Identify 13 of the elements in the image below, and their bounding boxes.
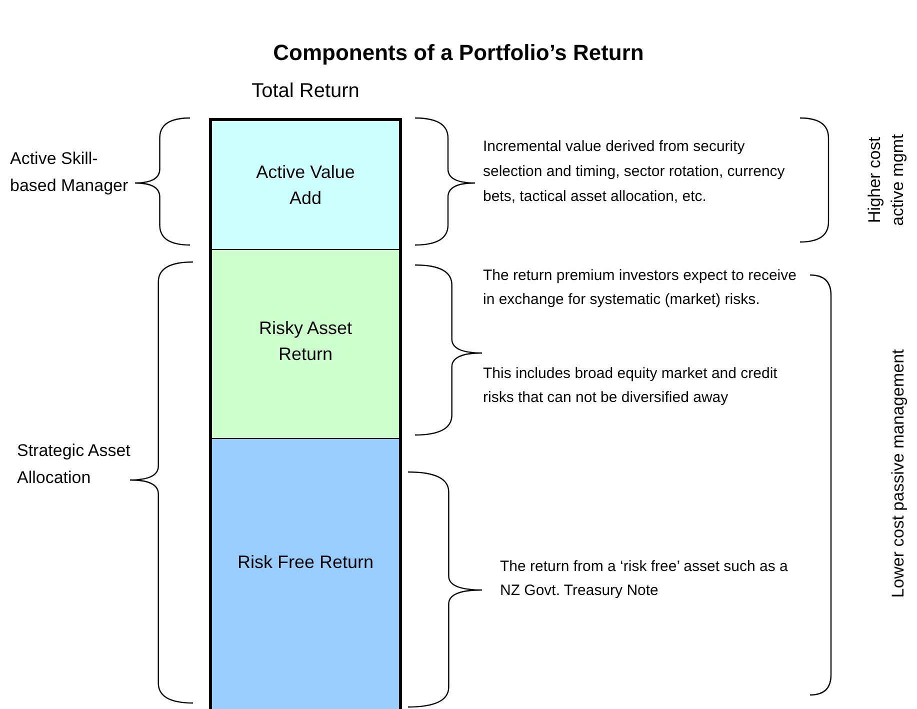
return-segment: Risky Asset Return: [209, 249, 402, 438]
annotation-text: Strategic Asset Allocation: [17, 440, 132, 489]
return-segment: Risk Free Return: [209, 438, 402, 709]
annotation-text: The return premium investors expect to receive in exchange for systematic (market) risks.: [483, 266, 798, 310]
vertical-label: Higher cost active mgmt: [864, 133, 908, 228]
column-heading: Total Return: [250, 80, 360, 103]
annotation-text: This includes broad equity market and credit risks that can not be diversified away: [483, 364, 778, 408]
vertical-label: Lower cost passive management: [888, 348, 908, 600]
annotation-text: Active Skill-based Manager: [10, 148, 130, 197]
annotation-text: Incremental value derived from security selection and timing, sector rotation, currency bets, tactical asset allocation, etc.: [483, 137, 786, 207]
annotation-text: The return from a ‘risk free’ asset such as a NZ Govt. Treasury Note: [500, 557, 789, 601]
return-segment: Active Value Add: [209, 118, 402, 249]
title: Components of a Portfolio’s Return: [272, 40, 645, 66]
